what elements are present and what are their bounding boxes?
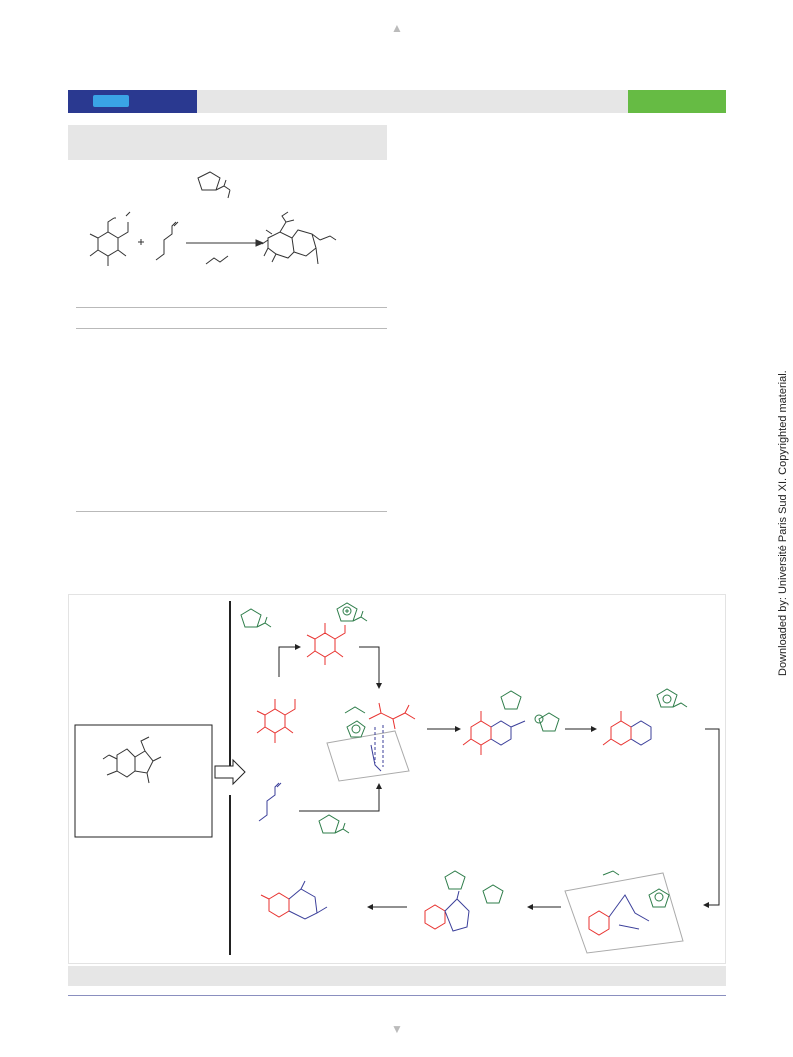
intermediate-3-blue bbox=[444, 890, 470, 932]
table-rule-bottom bbox=[76, 511, 387, 512]
scheme-caption-bar bbox=[68, 966, 726, 986]
ts2-red bbox=[588, 910, 610, 936]
intermediate-1-red bbox=[462, 711, 492, 755]
final-product-red bbox=[260, 892, 290, 918]
boxed-product bbox=[102, 736, 162, 784]
table-rule-top bbox=[76, 307, 387, 308]
arrow-reagent bbox=[205, 255, 229, 265]
catalyst-ring bbox=[197, 171, 221, 191]
header-tag bbox=[93, 95, 129, 107]
ts2-blue bbox=[608, 894, 650, 930]
intermediate-1-green bbox=[500, 690, 560, 732]
ts1-red bbox=[368, 702, 416, 730]
product-cage bbox=[261, 211, 337, 265]
intermediate-1-blue bbox=[490, 720, 526, 746]
ts2-green bbox=[602, 870, 670, 908]
download-notice: Downloaded by: Université Paris Sud XI. … bbox=[777, 370, 789, 676]
header-bar-middle bbox=[197, 90, 628, 113]
reactant-red-left bbox=[256, 699, 296, 743]
scheme-title-box bbox=[68, 125, 387, 160]
diene bbox=[155, 221, 179, 261]
page-down-icon[interactable]: ▼ bbox=[391, 1022, 403, 1036]
mechanism-scheme bbox=[68, 594, 726, 964]
catalyst-green-2 bbox=[336, 602, 368, 622]
catalyst-green-1 bbox=[240, 608, 272, 628]
intermediate-2-green bbox=[656, 688, 688, 708]
header-bar-right bbox=[628, 90, 726, 113]
catalyst-green-3 bbox=[318, 814, 350, 834]
final-product-blue bbox=[288, 880, 328, 920]
diene-blue bbox=[258, 782, 282, 822]
plus-sign bbox=[138, 239, 144, 245]
footer-rule bbox=[68, 995, 726, 996]
table-rule-header bbox=[76, 328, 387, 329]
intermediate-3-green bbox=[444, 870, 504, 904]
intermediate-3-red bbox=[424, 904, 446, 930]
reactant-red-top bbox=[306, 623, 346, 665]
catalyst-sidechain bbox=[215, 179, 231, 199]
header-bar-left bbox=[68, 90, 197, 113]
transition-plane-2 bbox=[564, 872, 684, 954]
ts1-green bbox=[344, 706, 366, 738]
reactant-left bbox=[89, 211, 131, 266]
reaction-scheme-top bbox=[89, 171, 337, 266]
intermediate-2-red bbox=[602, 711, 632, 746]
transition-plane-1 bbox=[326, 730, 410, 782]
ts1-blue bbox=[370, 725, 384, 772]
intermediate-2-blue bbox=[630, 720, 652, 746]
block-arrow-right-icon bbox=[214, 758, 246, 786]
product-box bbox=[74, 724, 213, 838]
page-up-icon[interactable]: ▲ bbox=[391, 21, 403, 35]
mechanism-drawing bbox=[74, 601, 720, 955]
